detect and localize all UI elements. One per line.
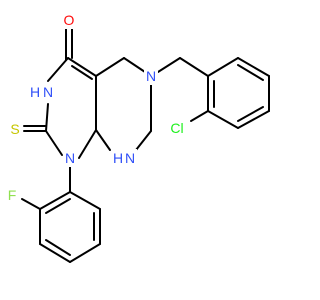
svg-text:N: N	[65, 150, 75, 166]
bond-c7-n8	[135, 130, 152, 151]
bond-ar5-ar6-inner	[237, 64, 264, 81]
atom-nitrogen-n6: N	[144, 67, 158, 85]
bond-c5-n6	[123, 57, 146, 73]
svg-text:O: O	[64, 12, 75, 28]
bonds	[21, 25, 270, 263]
svg-text:N: N	[146, 68, 156, 84]
svg-text:S: S	[10, 121, 19, 137]
atom-chlorine: Cl	[165, 119, 189, 137]
bond-c4a-c5	[95, 57, 125, 77]
bond-n6-ch2	[157, 57, 181, 73]
atom-nitrogen-n8: H N	[113, 149, 137, 167]
atom-nitrogen-n3: H N	[30, 83, 55, 101]
bond-fp4-fp5	[69, 243, 101, 263]
atom-labels: O H N S N N H N	[5, 11, 189, 204]
bond-c2-n1	[45, 130, 63, 156]
atom-sulfur: S	[8, 120, 22, 138]
bond-fp3-fp4	[39, 243, 71, 263]
svg-text:N: N	[43, 84, 53, 100]
bond-fp1-fp2	[39, 191, 71, 210]
bond-c4-n3	[47, 57, 69, 82]
bond-fp1-fp2-inner	[45, 198, 71, 214]
bond-n3-c2	[45, 103, 49, 132]
bond-ar2-ar3	[207, 110, 239, 129]
bond-ar3-ar4-inner	[237, 106, 264, 122]
bond-ar3-ar4	[237, 110, 270, 129]
bond-n8-c8a	[95, 129, 111, 151]
bond-ch2-ar	[179, 57, 209, 77]
svg-text:H: H	[30, 84, 40, 100]
molecule-diagram: O H N S N N H N	[5, 11, 270, 263]
bond-c4-c4a-double	[71, 65, 93, 80]
atom-nitrogen-n1: N	[63, 149, 77, 167]
bond-ar6-ar1	[207, 57, 239, 77]
svg-text:H: H	[113, 150, 123, 166]
bond-n1-c8a	[78, 129, 97, 159]
bond-ar2-cl	[190, 110, 209, 122]
svg-text:Cl: Cl	[170, 120, 183, 136]
bond-ar5-ar6	[237, 57, 270, 77]
svg-text:F: F	[8, 187, 17, 203]
bond-fp2-f	[21, 198, 41, 210]
svg-text:N: N	[125, 150, 135, 166]
bond-c4-c4a	[67, 57, 97, 77]
atom-oxygen: O	[62, 11, 76, 29]
atom-fluorine: F	[5, 186, 19, 204]
bond-fp3-fp4-inner	[45, 239, 71, 256]
bond-fp6-fp1	[69, 191, 101, 210]
